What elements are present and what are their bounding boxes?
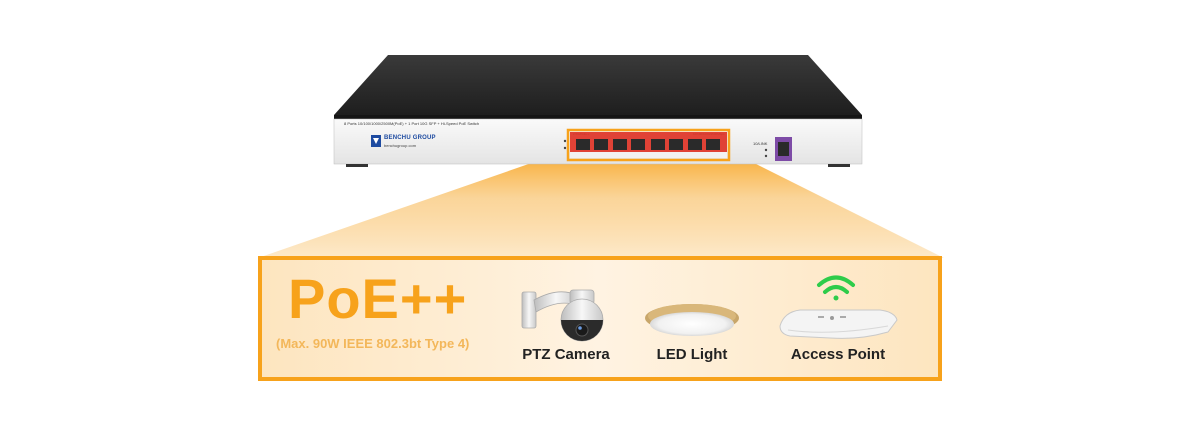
switch-lid-edge [334,115,862,119]
ethernet-ports [576,139,720,150]
switch-foot-right [828,164,850,167]
wifi-icon [817,275,855,301]
ethernet-port-icon [688,139,702,150]
sfp-led-icon [764,148,768,152]
ethernet-port-icon [669,139,683,150]
brand-url: benchugroup.com [384,143,417,148]
sys-led-icon [563,146,567,150]
ptz-camera-label: PTZ Camera [522,346,610,363]
led-light-icon [645,304,739,336]
brand-name: BENCHU GROUP [384,135,436,141]
access-point-icon [779,309,898,339]
sfp-label: 10/LINK [753,141,768,146]
port-label-left: 2.5G/PoE++ [573,132,590,136]
port-number-strip [570,152,727,158]
port-block-highlight [566,128,731,162]
ethernet-port-icon [631,139,645,150]
access-point-label: Access Point [790,346,886,363]
brand-logo-mark [373,138,379,144]
sfp-led2-icon [764,154,768,158]
ptz-camera-icon [521,289,604,342]
switch-description: 8 Ports 10/100/1000/2500M(PoE) + 1 Port … [344,121,480,126]
poe-subtitle: (Max. 90W IEEE 802.3bt Type 4) [276,336,470,351]
port-label-right: 10/100/1000/2500Mbps [693,132,725,136]
light-beam [258,150,944,258]
ethernet-port-icon [594,139,608,150]
ethernet-port-icon [576,139,590,150]
ethernet-port-icon [613,139,627,150]
poe-title: PoE++ [288,267,468,330]
switch-top [334,55,862,115]
ethernet-port-icon [651,139,665,150]
led-light-label: LED Light [656,346,728,363]
sfp-port-slot [778,142,789,156]
ethernet-port-icon [706,139,720,150]
power-led-icon [563,139,567,143]
switch-foot-left [346,164,368,167]
